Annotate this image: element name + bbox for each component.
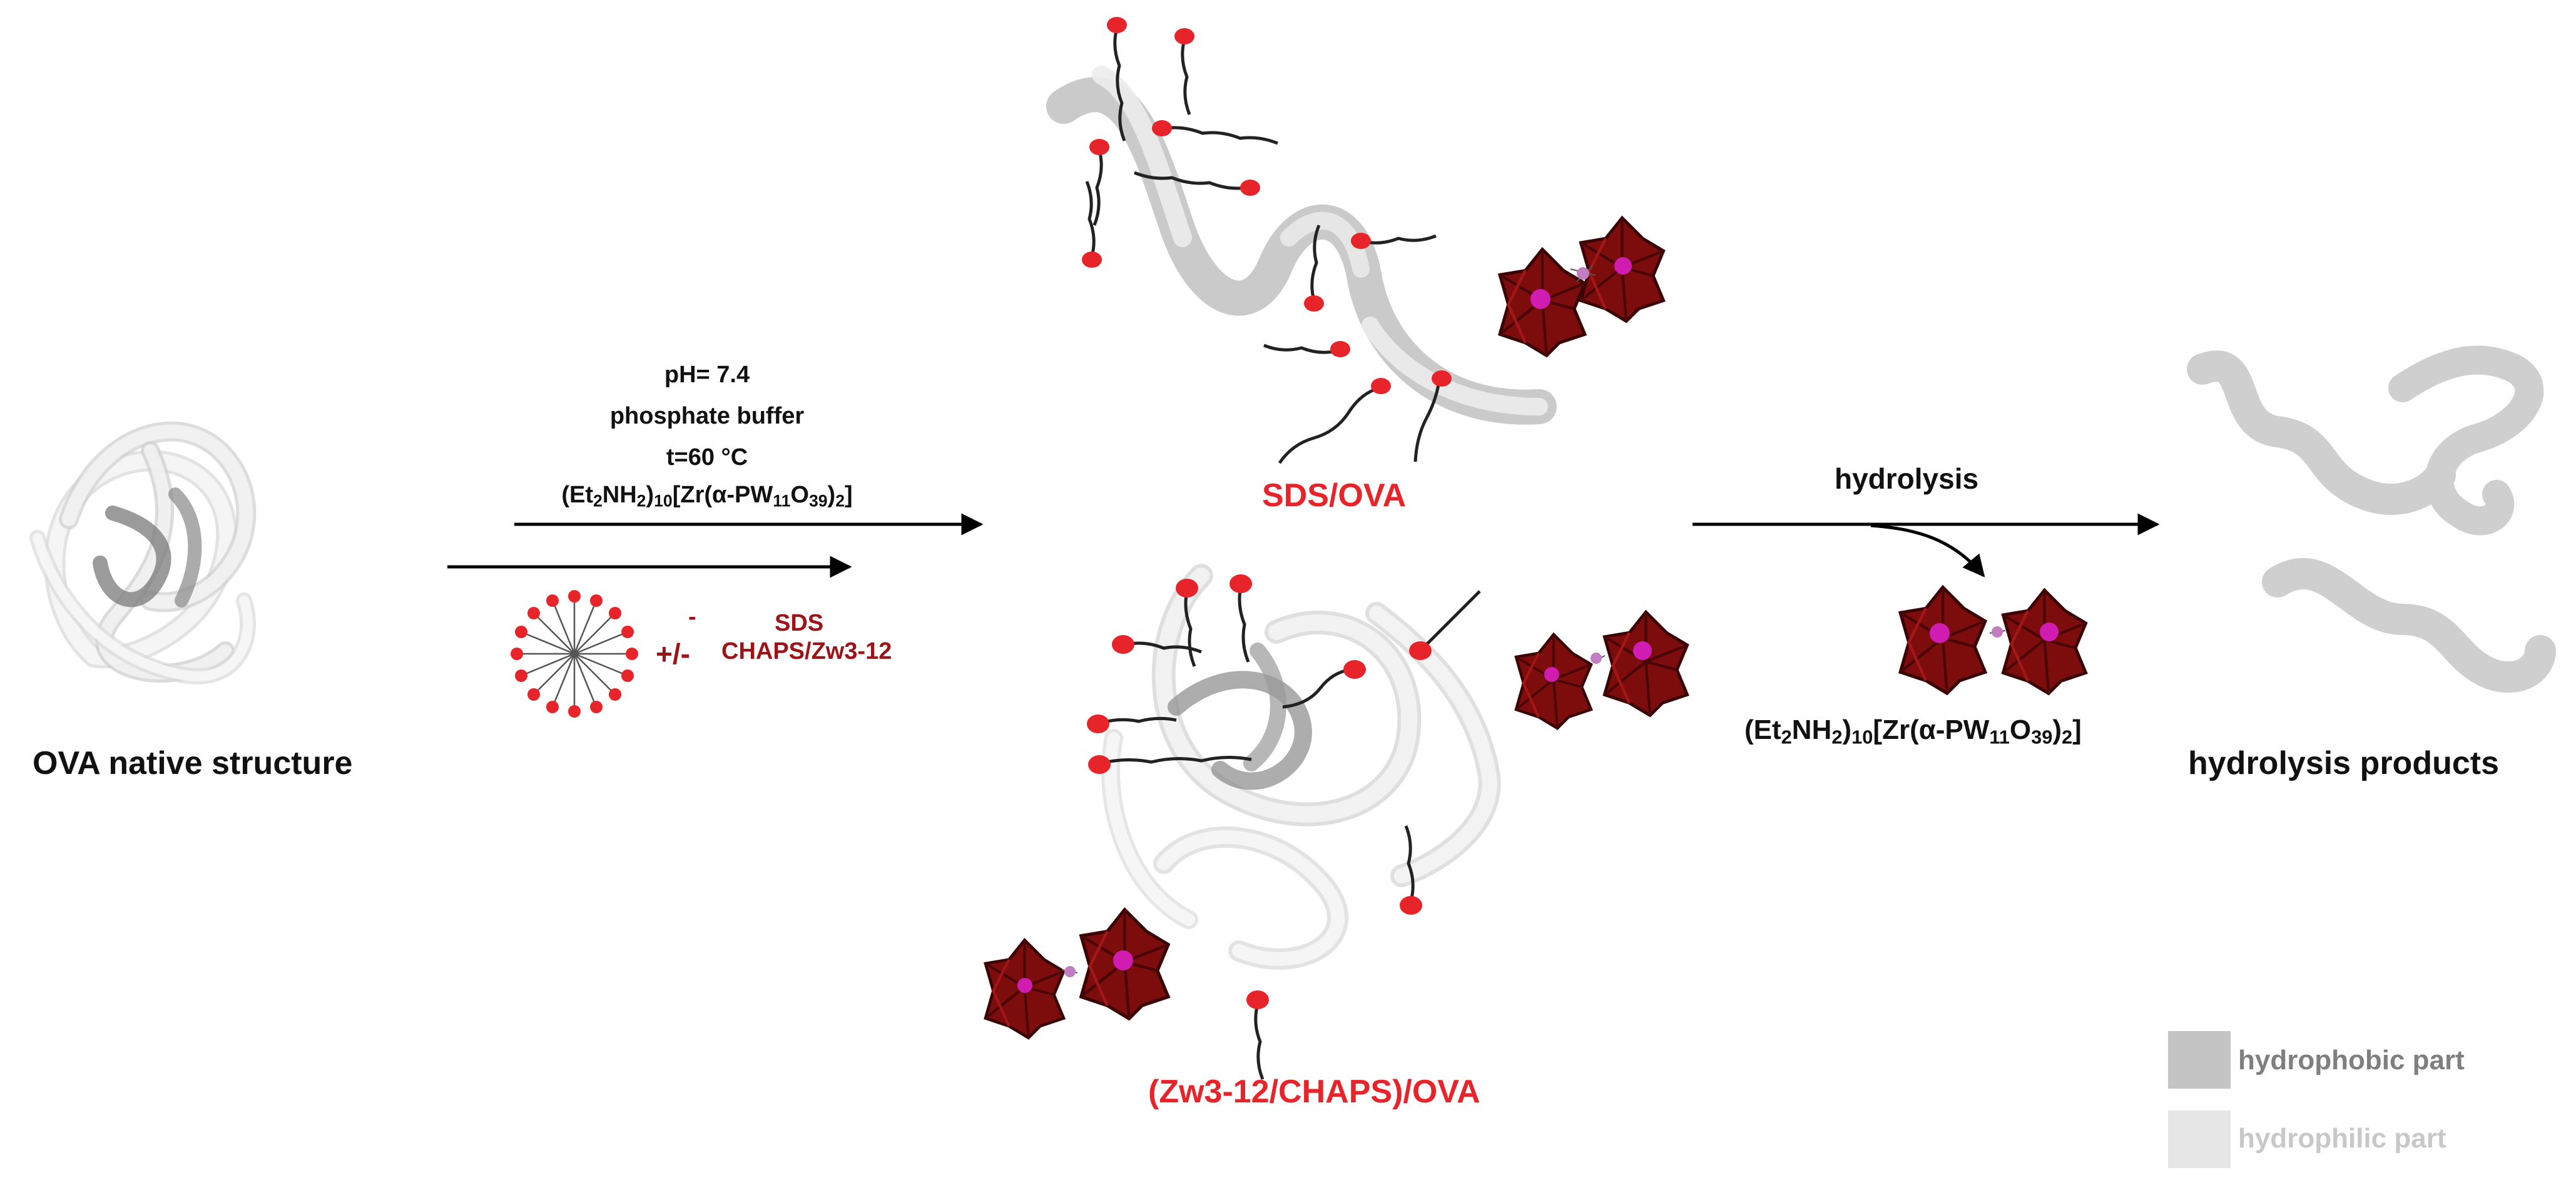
micelle (511, 590, 638, 718)
condition-ph: pH= 7.4 (664, 362, 750, 388)
pom-catalyst-hydrolysis (1900, 587, 2085, 694)
condition-catalyst-formula: (Et2NH2)10[Zr(α-PW11O39)2] (561, 482, 853, 511)
catalyst-formula: (Et2NH2)10[Zr(α-PW11O39)2] (1744, 714, 2082, 748)
legend-hydrophobic-label: hydrophobic part (2238, 1045, 2465, 1076)
pom-catalyst-zw-upper (1516, 612, 1688, 728)
condition-temperature: t=60 °C (666, 444, 748, 470)
pom-catalyst-zw-lower (985, 910, 1168, 1038)
zw-surfactants (1087, 574, 1481, 1080)
sds-charge-sign: - (688, 604, 696, 630)
catalyst-curved-arrow (1870, 524, 1985, 577)
zw-ova-protein (1101, 564, 1501, 970)
legend-hydrophilic-swatch (2168, 1111, 2231, 1168)
zw-ova-label: (Zw3-12/CHAPS)/OVA (1148, 1074, 1480, 1110)
hydrolysis-fragments (2187, 345, 2556, 693)
ova-native-label: OVA native structure (33, 745, 353, 781)
sds-ova-protein (1046, 66, 1557, 425)
ova-native-structure (29, 421, 257, 684)
legend-hydrophobic-swatch (2168, 1031, 2231, 1089)
sds-surfactants (1082, 17, 1452, 464)
zwitterionic-charge-sign: +/- (656, 638, 690, 670)
sds-ova-label: SDS/OVA (1262, 477, 1407, 514)
legend-hydrophilic-label: hydrophilic part (2238, 1123, 2446, 1154)
pom-catalyst-sds (1500, 218, 1663, 355)
sds-surfactant-label: SDS (775, 610, 824, 636)
zwitterionic-surfactant-label: CHAPS/Zw3-12 (721, 638, 892, 664)
hydrolysis-label: hydrolysis (1835, 462, 1979, 495)
hydrolysis-products-label: hydrolysis products (2188, 745, 2499, 781)
condition-buffer: phosphate buffer (609, 403, 805, 429)
